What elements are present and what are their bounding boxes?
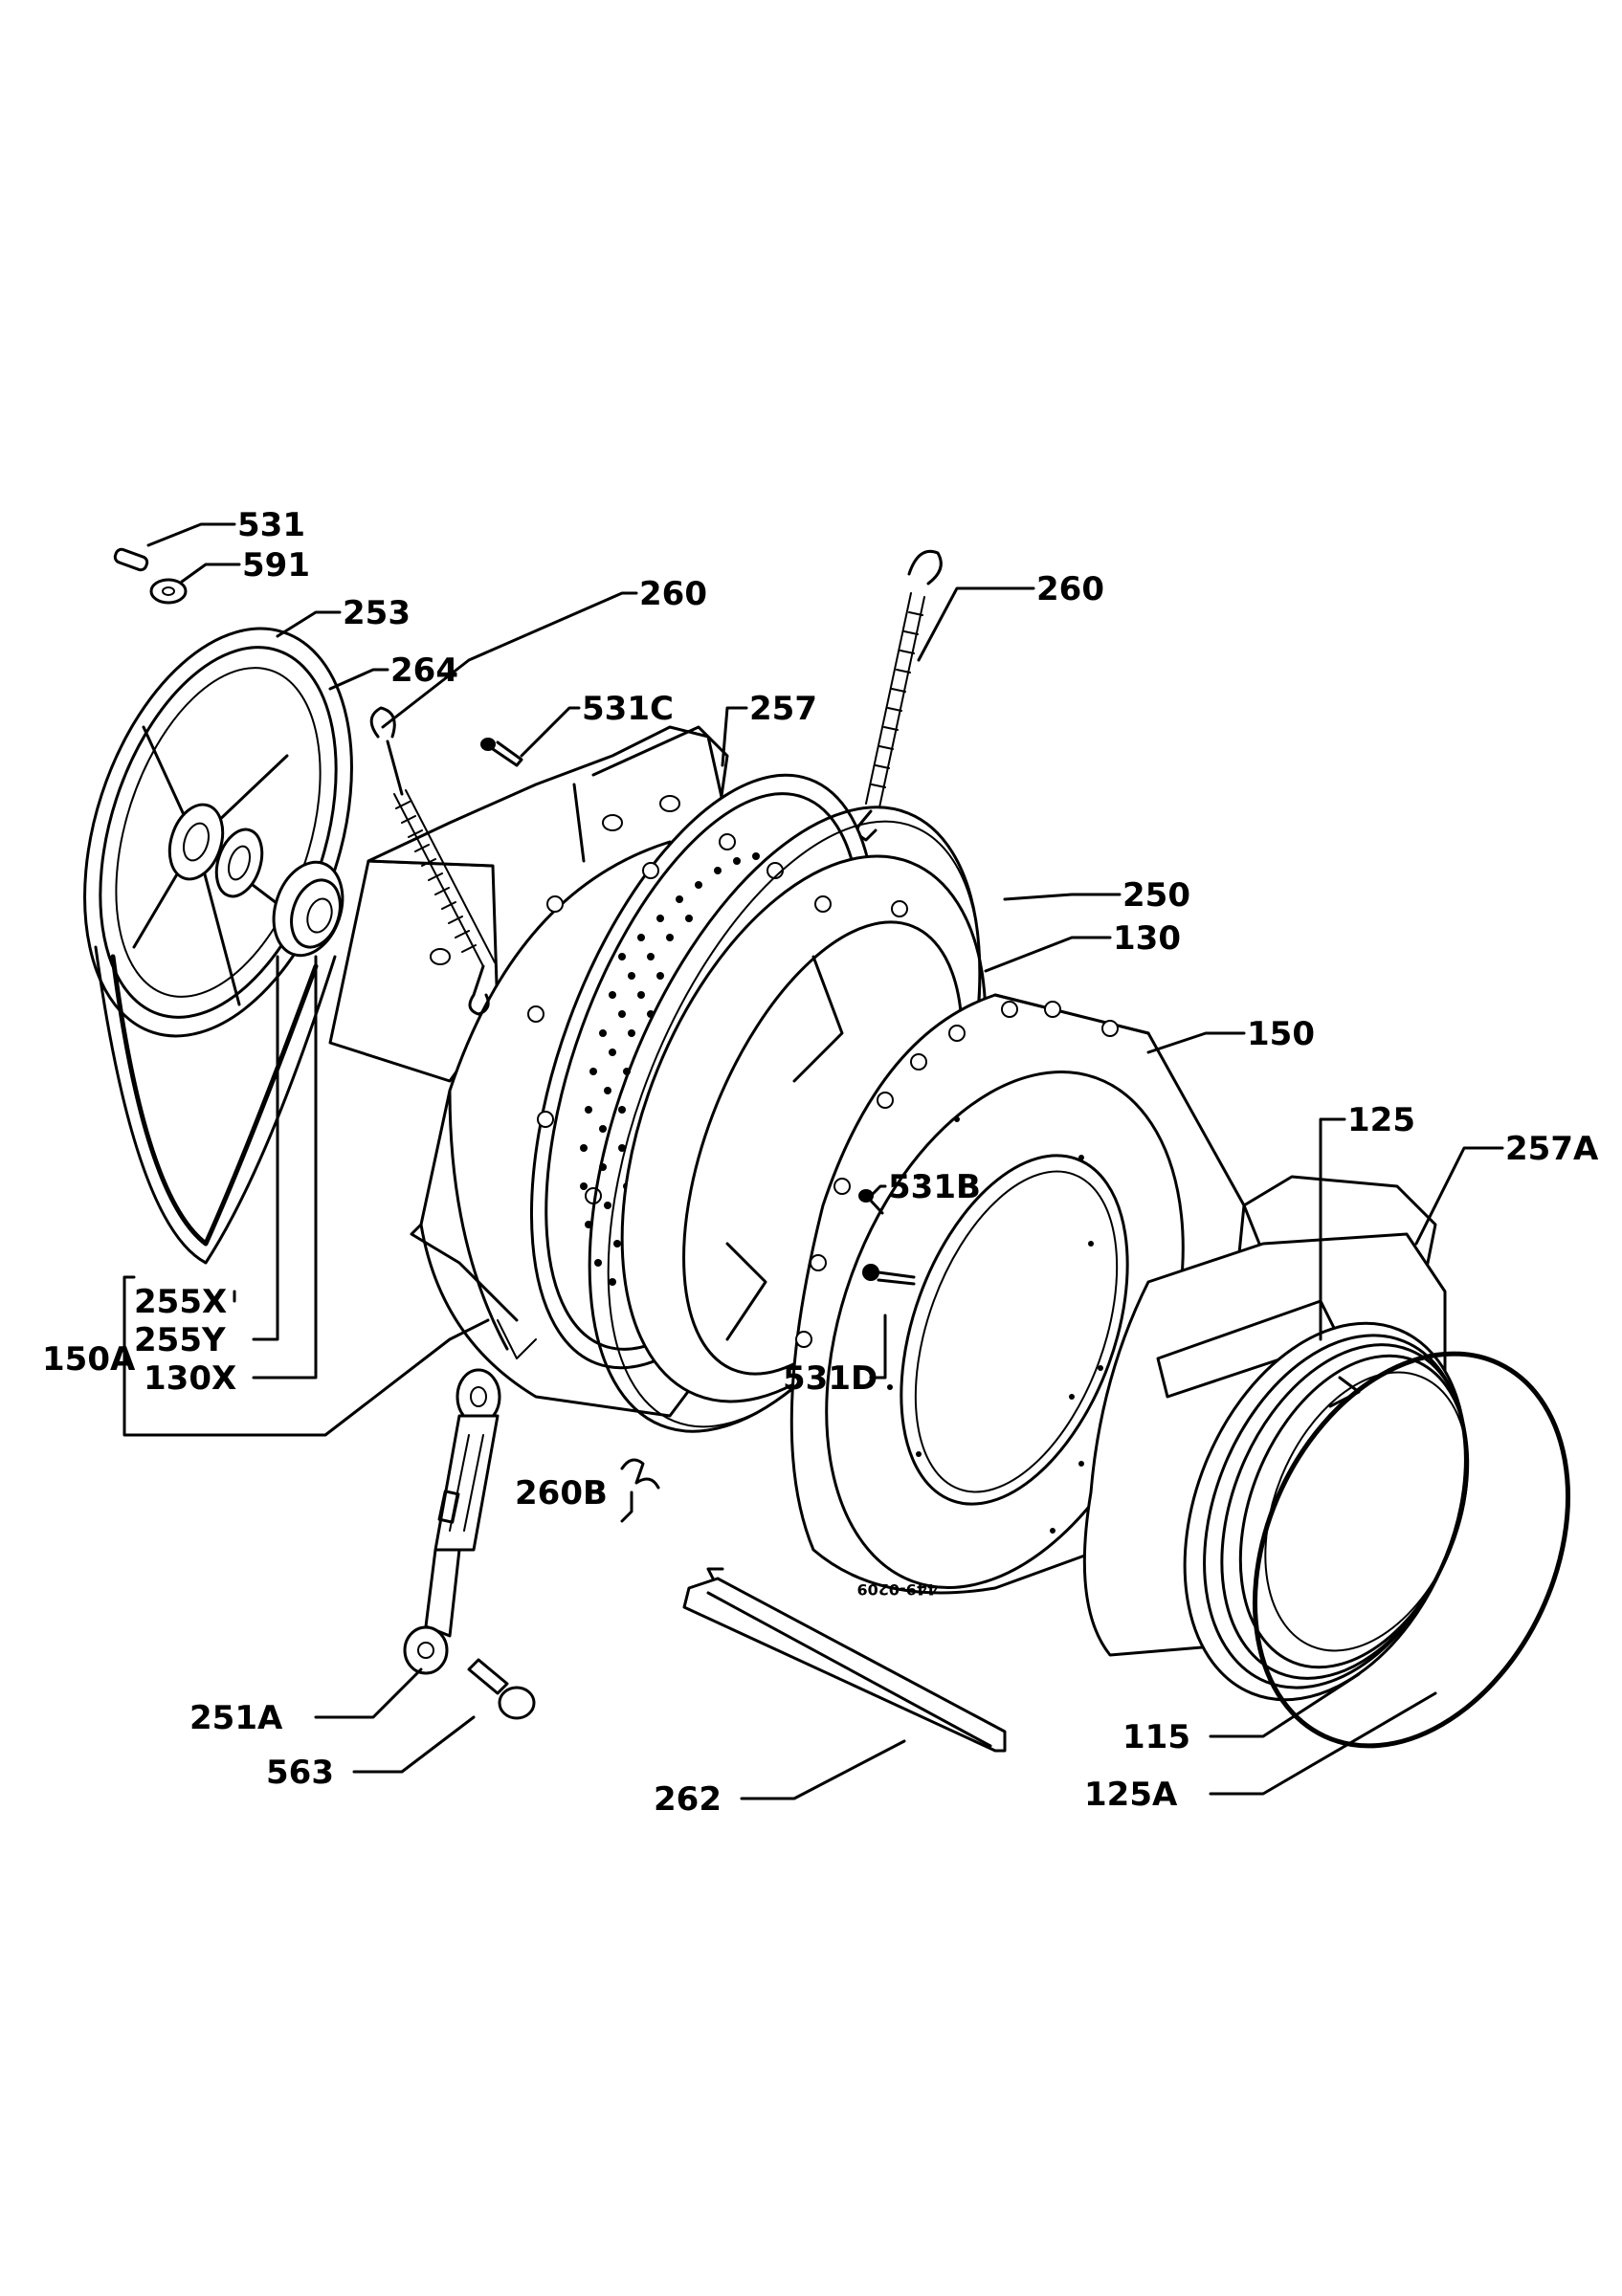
- bearings-255: [214, 828, 344, 958]
- label-255x: 255X: [134, 1283, 227, 1321]
- label-250: 250: [1122, 876, 1190, 915]
- pulley-253: [83, 627, 353, 1265]
- bolt-563: [467, 1658, 536, 1720]
- label-125: 125: [1347, 1101, 1415, 1139]
- screw-531c: [480, 738, 523, 767]
- label-531c: 531C: [582, 690, 674, 728]
- label-264: 264: [390, 651, 458, 690]
- label-130: 130: [1113, 919, 1181, 958]
- drawing-code: 449-0209: [856, 1580, 938, 1599]
- screw-531b: [858, 1189, 884, 1215]
- screw-531d: [862, 1264, 916, 1286]
- label-255y: 255Y: [134, 1321, 226, 1359]
- spring-260-left: [369, 706, 496, 1016]
- label-563: 563: [266, 1754, 334, 1792]
- clamp-ring-125a: [1252, 1351, 1571, 1749]
- label-257: 257: [749, 690, 817, 728]
- screw-531-washer-591: [113, 547, 188, 605]
- label-531: 531: [237, 506, 305, 544]
- baffle-262: [682, 1567, 1007, 1753]
- part-labels: 531 591 253 264 260 531C 257 260 250 130…: [42, 506, 1599, 1819]
- label-125a: 125A: [1084, 1776, 1178, 1814]
- bracket-150a: [122, 1275, 136, 1437]
- label-253: 253: [343, 594, 411, 632]
- label-531b: 531B: [888, 1168, 981, 1206]
- label-150: 150: [1247, 1015, 1315, 1053]
- label-260b: 260B: [515, 1474, 608, 1512]
- leader-lines: [132, 522, 1504, 1800]
- label-251a: 251A: [189, 1699, 283, 1737]
- label-591: 591: [242, 546, 310, 585]
- label-150a: 150A: [42, 1340, 136, 1379]
- label-115: 115: [1122, 1718, 1190, 1756]
- label-262: 262: [654, 1780, 722, 1819]
- clip-260b: [620, 1458, 660, 1490]
- spring-260-right: [855, 549, 943, 842]
- label-130x: 130X: [144, 1359, 236, 1398]
- shock-absorber-251a: [403, 1368, 501, 1675]
- label-260-left: 260: [639, 575, 707, 613]
- label-257a: 257A: [1505, 1130, 1599, 1168]
- label-260-right: 260: [1036, 570, 1104, 608]
- label-531d: 531D: [783, 1359, 878, 1398]
